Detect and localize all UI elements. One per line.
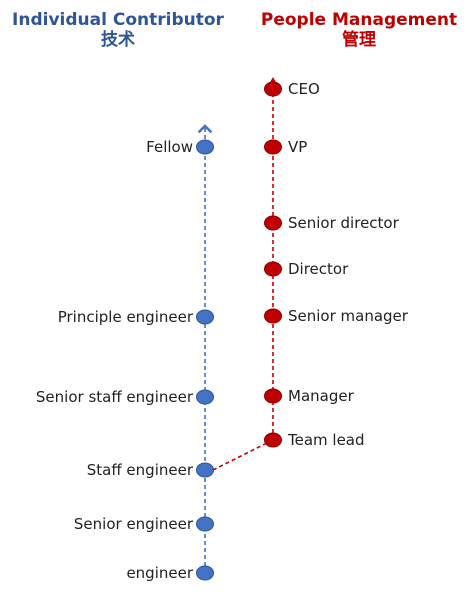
pm-label-director: Director (288, 260, 349, 278)
ic-node-fellow (196, 139, 214, 155)
ic-node-engineer (196, 565, 214, 581)
pm-label-team-lead: Team lead (288, 431, 365, 449)
ic-node-senior-staff-engineer (196, 389, 214, 405)
ic-label-senior-staff-engineer: Senior staff engineer (35, 388, 193, 406)
individual-contributor-header: Individual Contributor 技术 (8, 10, 228, 51)
ic-label-fellow: Fellow (146, 138, 193, 156)
ic-label-senior-engineer: Senior engineer (73, 515, 193, 533)
pm-label-senior-manager: Senior manager (288, 307, 408, 325)
individual-contributor-title: Individual Contributor (12, 10, 224, 30)
pm-track (264, 77, 282, 448)
pm-node-ceo (264, 81, 282, 97)
people-management-title: People Management (260, 10, 458, 30)
pm-node-team-lead (264, 432, 282, 448)
individual-contributor-subtitle: 技术 (101, 30, 135, 51)
pm-label-ceo: CEO (288, 80, 320, 98)
ic-node-senior-engineer (196, 516, 214, 532)
ic-label-principle-engineer: Principle engineer (57, 308, 193, 326)
pm-label-vp: VP (288, 138, 308, 156)
pm-node-senior-director (264, 215, 282, 231)
ic-label-staff-engineer: Staff engineer (86, 461, 193, 479)
pm-label-manager: Manager (288, 387, 354, 405)
ic-node-staff-engineer (196, 462, 214, 478)
ic-track (196, 124, 214, 581)
pm-node-director (264, 261, 282, 277)
people-management-header: People Management 管理 (250, 10, 468, 51)
pm-label-senior-director: Senior director (288, 214, 399, 232)
ic-label-engineer: engineer (126, 564, 193, 582)
pm-node-senior-manager (264, 308, 282, 324)
ic-node-principle-engineer (196, 309, 214, 325)
people-management-subtitle: 管理 (342, 30, 376, 51)
ceo-node-tip (269, 77, 277, 84)
staff-engineer-to-team-lead-connector (212, 442, 268, 471)
track-connection (212, 442, 268, 471)
pm-node-vp (264, 139, 282, 155)
pm-node-manager (264, 388, 282, 404)
